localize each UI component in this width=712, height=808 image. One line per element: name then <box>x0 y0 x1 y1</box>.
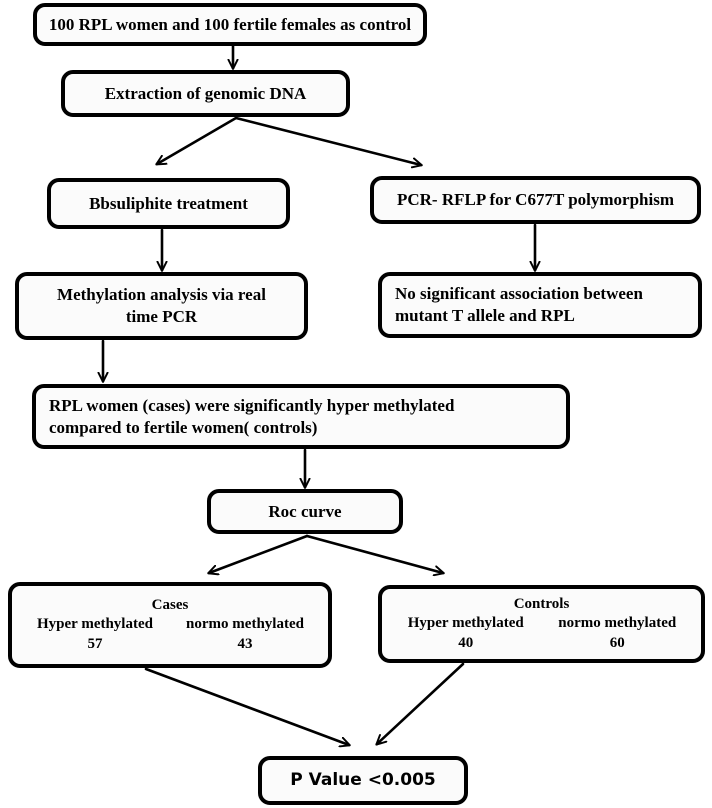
node-no-significant-association[interactable]: No significant association between mutan… <box>378 272 702 338</box>
node-bisulphite-treatment[interactable]: Bbsuliphite treatment <box>47 178 290 229</box>
edge-roc-to-controls <box>305 534 443 573</box>
controls-normo-label: normo methylated <box>558 615 677 632</box>
edge-cases-to-p-value <box>144 667 349 745</box>
cases-value-row: 57 43 <box>12 635 328 654</box>
node-hyper-methylated-result[interactable]: RPL women (cases) were significantly hyp… <box>32 384 570 449</box>
edge-roc-to-cases <box>209 534 309 573</box>
cases-normo-value: 43 <box>237 635 253 652</box>
node-no-significance-line1: No significant association between <box>395 284 643 304</box>
node-controls-group[interactable]: Controls Hyper methylated normo methylat… <box>378 585 705 663</box>
controls-hyper-label: Hyper methylated <box>407 615 524 632</box>
node-extraction-label: Extraction of genomic DNA <box>104 83 307 103</box>
node-p-value[interactable]: P Value <0.005 <box>258 756 468 805</box>
node-pcr-rflp[interactable]: PCR- RFLP for C677T polymorphism <box>370 176 701 224</box>
controls-value-row: 40 60 <box>382 634 701 653</box>
controls-hyper-value: 40 <box>458 634 474 651</box>
node-methylation-label-line1: Methylation analysis via real <box>57 285 266 305</box>
node-extraction[interactable]: Extraction of genomic DNA <box>61 70 350 117</box>
node-p-value-label: P Value <0.005 <box>290 769 436 790</box>
cases-normo-label: normo methylated <box>186 616 304 633</box>
node-hyper-methylated-line2: compared to fertile women( controls) <box>49 417 318 437</box>
cases-label-row: Hyper methylated normo methylated <box>12 615 328 634</box>
node-no-significance-line2: mutant T allele and RPL <box>395 306 575 325</box>
node-methylation-label-line2: time PCR <box>125 307 198 326</box>
controls-normo-value: 60 <box>609 634 625 651</box>
node-cohort-label: 100 RPL women and 100 fertile females as… <box>48 14 412 34</box>
node-roc-curve-label: Roc curve <box>268 501 342 521</box>
node-roc-curve[interactable]: Roc curve <box>207 489 403 534</box>
node-bisulphite-label: Bbsuliphite treatment <box>89 193 248 213</box>
node-methylation-analysis[interactable]: Methylation analysis via real time PCR <box>15 272 308 340</box>
cases-hyper-label: Hyper methylated <box>37 616 153 633</box>
edge-extraction-to-bisulphite <box>157 116 238 164</box>
cases-title: Cases <box>151 597 189 614</box>
node-cohort[interactable]: 100 RPL women and 100 fertile females as… <box>33 3 427 46</box>
controls-label-row: Hyper methylated normo methylated <box>382 614 701 633</box>
cases-hyper-value: 57 <box>87 635 103 652</box>
edge-controls-to-p-value <box>377 662 465 744</box>
node-cases-group[interactable]: Cases Hyper methylated normo methylated … <box>8 582 332 668</box>
edge-extraction-to-pcr-rflp <box>234 116 421 165</box>
node-pcr-rflp-label: PCR- RFLP for C677T polymorphism <box>396 190 675 210</box>
node-hyper-methylated-line1: RPL women (cases) were significantly hyp… <box>49 395 455 415</box>
controls-title: Controls <box>513 596 570 613</box>
